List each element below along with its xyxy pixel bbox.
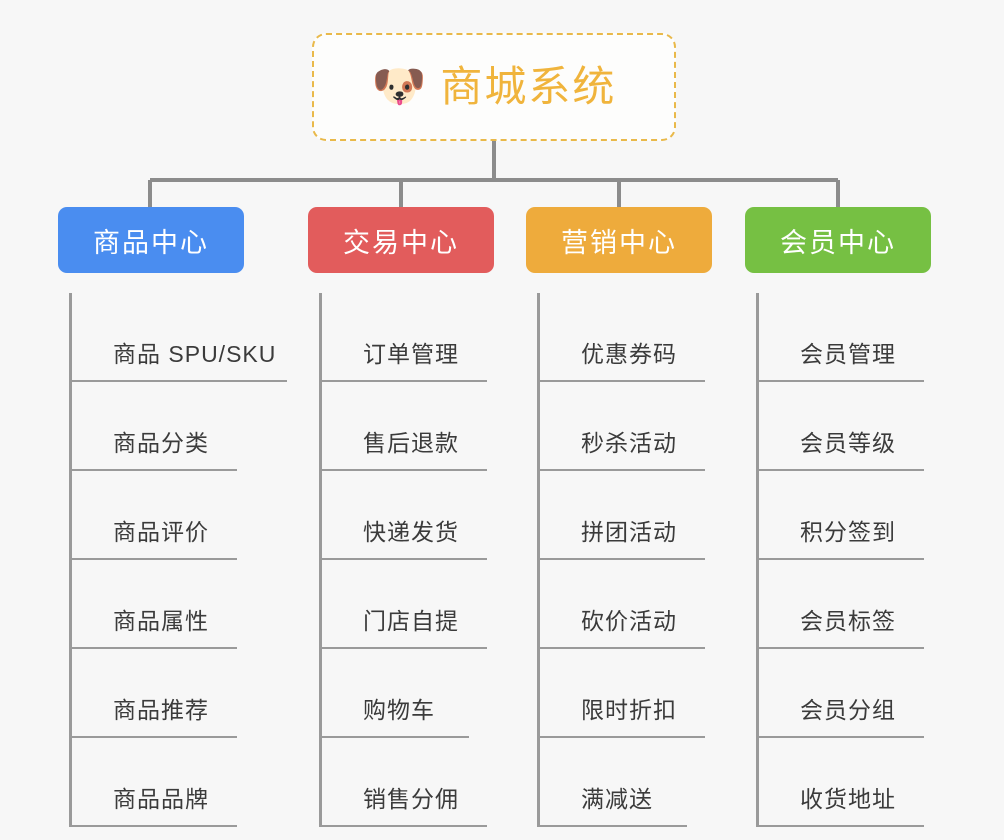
leaf-item[interactable]: 销售分佣 xyxy=(319,738,494,827)
leaf-item[interactable]: 秒杀活动 xyxy=(537,382,712,471)
leaf-item[interactable]: 订单管理 xyxy=(319,293,494,382)
category-label: 营销中心 xyxy=(561,227,677,258)
leaf-item[interactable]: 购物车 xyxy=(319,649,494,738)
leaf-item[interactable]: 满减送 xyxy=(537,738,712,827)
dog-face-icon: 🐶 xyxy=(371,62,427,111)
leaf-item[interactable]: 商品分类 xyxy=(69,382,244,471)
leaf-item[interactable]: 积分签到 xyxy=(756,471,931,560)
leaf-item[interactable]: 会员标签 xyxy=(756,560,931,649)
leaf-item[interactable]: 会员分组 xyxy=(756,649,931,738)
leaf-list-trade-center: 订单管理 售后退款 快递发货 门店自提 购物车 销售分佣 xyxy=(319,293,494,827)
category-label: 商品中心 xyxy=(93,227,209,258)
leaf-list-marketing-center: 优惠券码 秒杀活动 拼团活动 砍价活动 限时折扣 满减送 xyxy=(537,293,712,827)
leaf-item[interactable]: 会员等级 xyxy=(756,382,931,471)
branch-trade-center: 交易中心 订单管理 售后退款 快递发货 门店自提 购物车 销售分佣 xyxy=(308,207,494,827)
leaf-item[interactable]: 限时折扣 xyxy=(537,649,712,738)
root-node[interactable]: 🐶 商城系统 xyxy=(312,33,676,141)
branch-member-center: 会员中心 会员管理 会员等级 积分签到 会员标签 会员分组 收货地址 xyxy=(745,207,931,827)
category-box-product-center[interactable]: 商品中心 xyxy=(58,207,244,273)
category-label: 交易中心 xyxy=(343,227,459,258)
leaf-item[interactable]: 商品品牌 xyxy=(69,738,244,827)
leaf-list-product-center: 商品 SPU/SKU 商品分类 商品评价 商品属性 商品推荐 商品品牌 xyxy=(69,293,287,827)
leaf-item[interactable]: 商品属性 xyxy=(69,560,244,649)
category-box-marketing-center[interactable]: 营销中心 xyxy=(526,207,712,273)
root-title: 商城系统 xyxy=(440,63,617,110)
leaf-item[interactable]: 会员管理 xyxy=(756,293,931,382)
category-box-trade-center[interactable]: 交易中心 xyxy=(308,207,494,273)
leaf-item[interactable]: 优惠券码 xyxy=(537,293,712,382)
leaf-item[interactable]: 商品 SPU/SKU xyxy=(69,293,287,382)
leaf-item[interactable]: 拼团活动 xyxy=(537,471,712,560)
branch-product-center: 商品中心 商品 SPU/SKU 商品分类 商品评价 商品属性 商品推荐 商品品牌 xyxy=(58,207,287,827)
leaf-item[interactable]: 收货地址 xyxy=(756,738,931,827)
leaf-item[interactable]: 商品推荐 xyxy=(69,649,244,738)
leaf-item[interactable]: 门店自提 xyxy=(319,560,494,649)
branch-marketing-center: 营销中心 优惠券码 秒杀活动 拼团活动 砍价活动 限时折扣 满减送 xyxy=(526,207,712,827)
leaf-item[interactable]: 售后退款 xyxy=(319,382,494,471)
category-box-member-center[interactable]: 会员中心 xyxy=(745,207,931,273)
leaf-item[interactable]: 砍价活动 xyxy=(537,560,712,649)
leaf-list-member-center: 会员管理 会员等级 积分签到 会员标签 会员分组 收货地址 xyxy=(756,293,931,827)
leaf-item[interactable]: 商品评价 xyxy=(69,471,244,560)
category-label: 会员中心 xyxy=(780,227,896,258)
leaf-item[interactable]: 快递发货 xyxy=(319,471,494,560)
